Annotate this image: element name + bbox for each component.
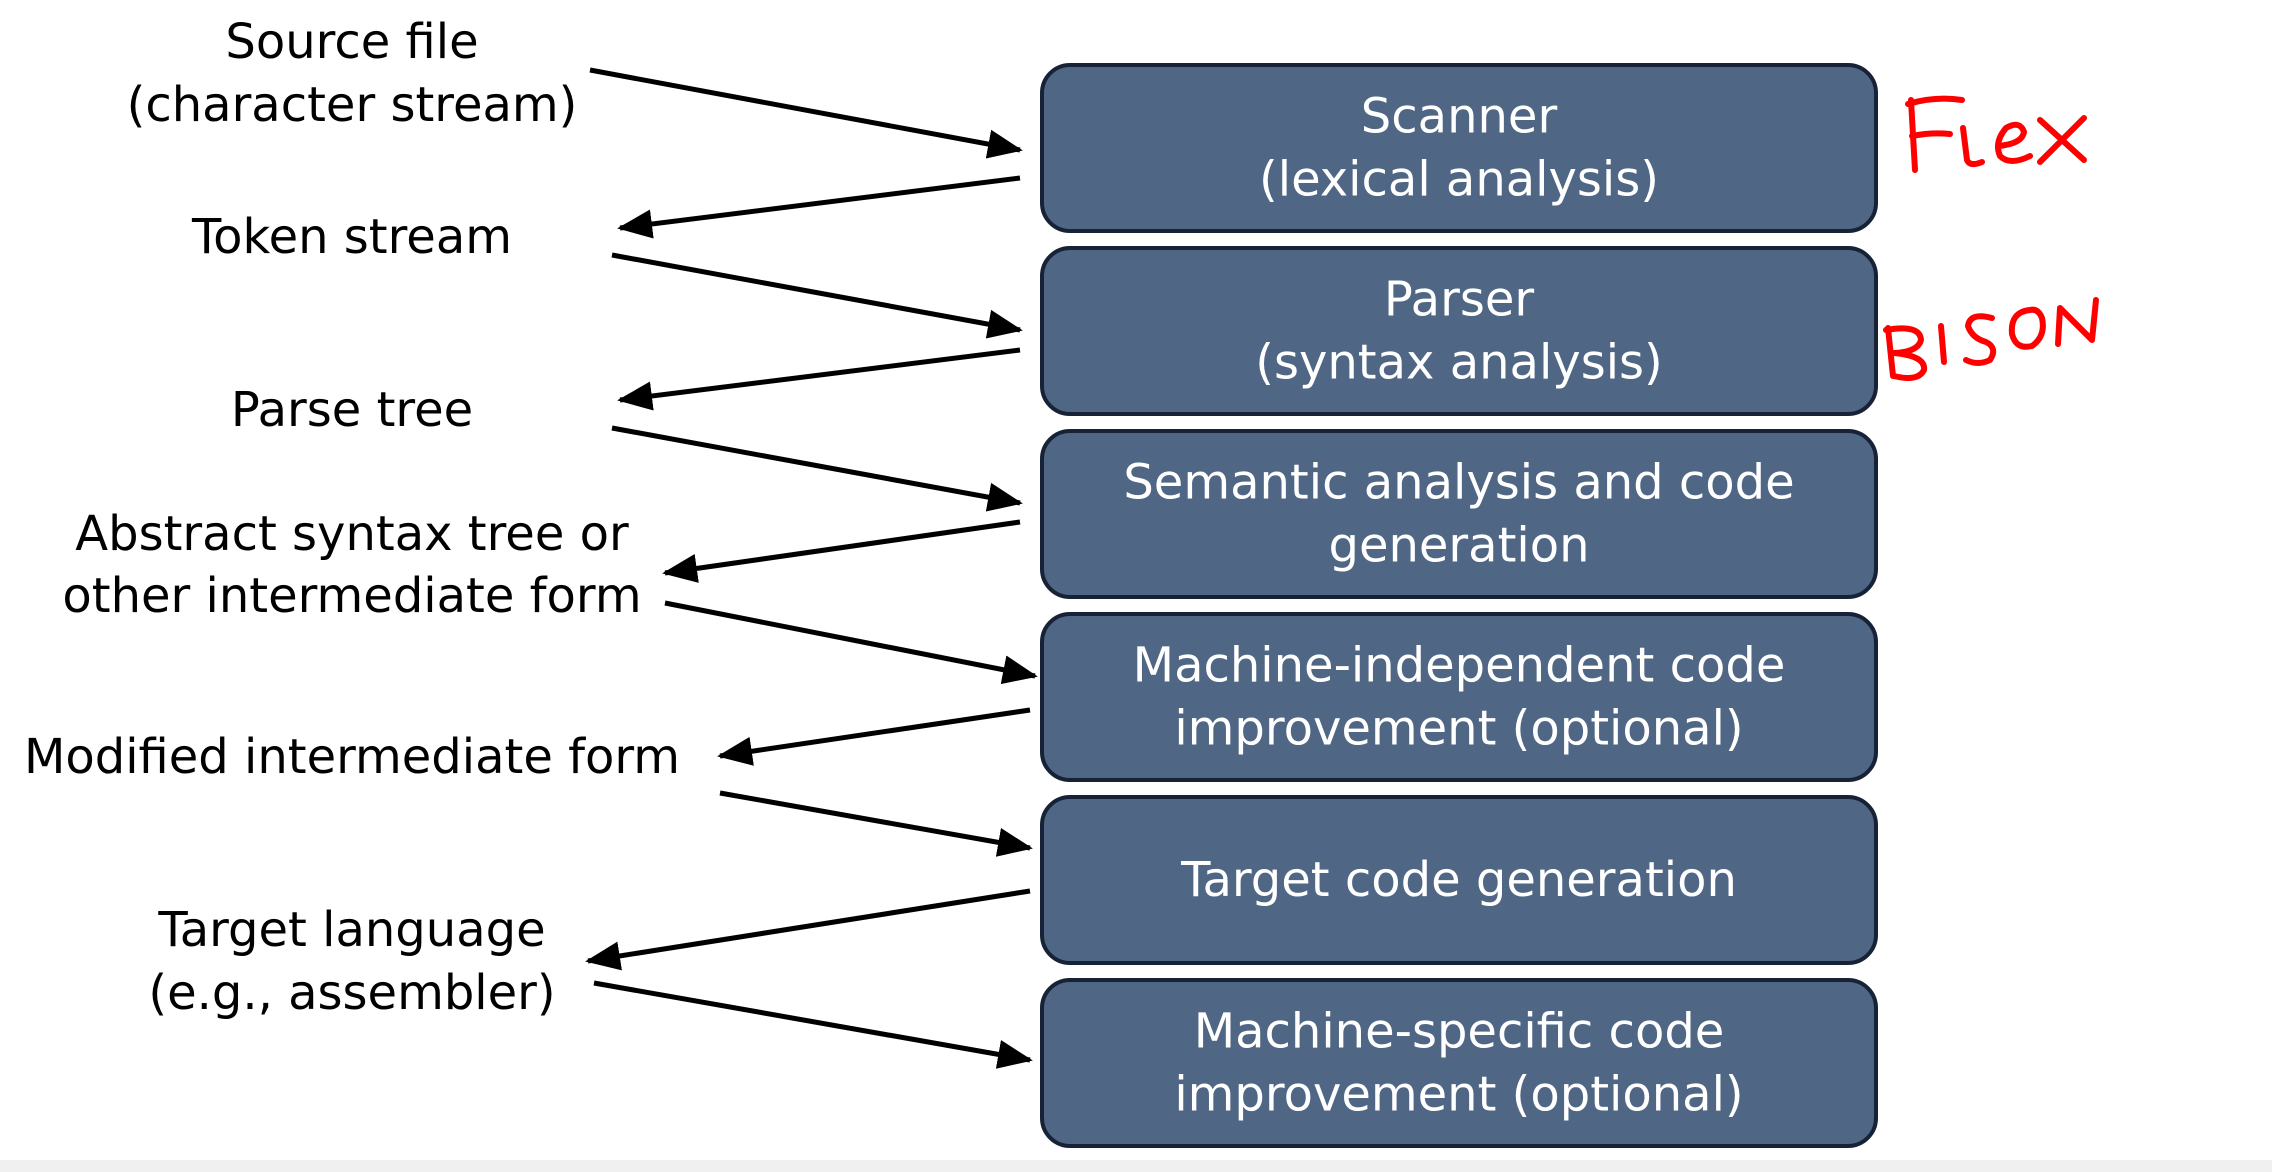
stage-label: improvement (optional) (1174, 701, 1743, 757)
io-label-line: Target language (157, 902, 545, 958)
arrows-layer (585, 67, 1038, 1069)
stage-label: Target code generation (1180, 852, 1737, 908)
stages-layer: Scanner (lexical analysis) Parser (syntax a… (1040, 63, 1878, 1148)
io-label-line: Abstract syntax tree or (75, 506, 629, 562)
io-label-line: Modified intermediate form (24, 729, 680, 785)
io-label-line: Source file (225, 14, 478, 70)
stage-box-2: Semantic analysis and code generation (1040, 429, 1878, 599)
stage-label: Machine-independent code (1133, 638, 1786, 694)
flow-arrow-0 (589, 67, 1023, 159)
io-label-line: Token stream (191, 209, 512, 265)
labels-layer: Source file (character stream) Token strea… (24, 14, 680, 1021)
flow-arrow-9 (585, 888, 1031, 971)
bottom-bar (0, 1160, 2272, 1172)
stage-label: Scanner (1361, 89, 1558, 145)
stage-label: generation (1328, 518, 1589, 574)
stage-box-rect (1040, 978, 1878, 1148)
handwritten-annotations (1883, 95, 2099, 381)
stage-box-0: Scanner (lexical analysis) (1040, 63, 1878, 233)
stage-box-rect (1040, 612, 1878, 782)
io-label-3: Abstract syntax tree or other intermediat… (62, 506, 641, 624)
io-label-line: (e.g., assembler) (148, 965, 555, 1021)
flow-arrow-10 (593, 980, 1033, 1069)
stage-label: Machine-specific code (1194, 1004, 1725, 1060)
stage-box-rect (1040, 429, 1878, 599)
io-label-5: Target language (e.g., assembler) (148, 902, 555, 1021)
io-label-line: Parse tree (231, 382, 473, 438)
flow-arrow-2 (611, 252, 1023, 339)
stage-box-3: Machine-independent code improvement (opt… (1040, 612, 1878, 782)
stage-label: improvement (optional) (1174, 1067, 1743, 1123)
flow-arrow-7 (717, 707, 1031, 766)
flow-arrow-3 (617, 347, 1021, 411)
flow-arrow-5 (662, 519, 1021, 583)
stage-box-1: Parser (syntax analysis) (1040, 246, 1878, 416)
stage-label: (lexical analysis) (1259, 152, 1659, 208)
io-label-1: Token stream (191, 209, 512, 265)
flow-arrow-1 (617, 175, 1021, 239)
io-label-4: Modified intermediate form (24, 729, 680, 785)
stage-label: Semantic analysis and code (1123, 455, 1794, 511)
stage-label: (syntax analysis) (1255, 335, 1663, 391)
stage-box-rect (1040, 63, 1878, 233)
stage-box-5: Machine-specific code improvement (option… (1040, 978, 1878, 1148)
stage-label: Parser (1384, 272, 1534, 328)
flow-arrow-6 (664, 600, 1038, 685)
io-label-line: (character stream) (127, 77, 578, 133)
flow-arrow-4 (611, 425, 1023, 512)
stage-box-4: Target code generation (1040, 795, 1878, 965)
flow-arrow-8 (719, 790, 1033, 857)
stage-box-rect (1040, 795, 1878, 965)
io-label-line: other intermediate form (62, 568, 641, 624)
io-label-0: Source file (character stream) (127, 14, 578, 133)
stage-box-rect (1040, 246, 1878, 416)
bison-annotation (1883, 297, 2099, 381)
flex-annotation (1905, 95, 2087, 173)
io-label-2: Parse tree (231, 382, 473, 438)
